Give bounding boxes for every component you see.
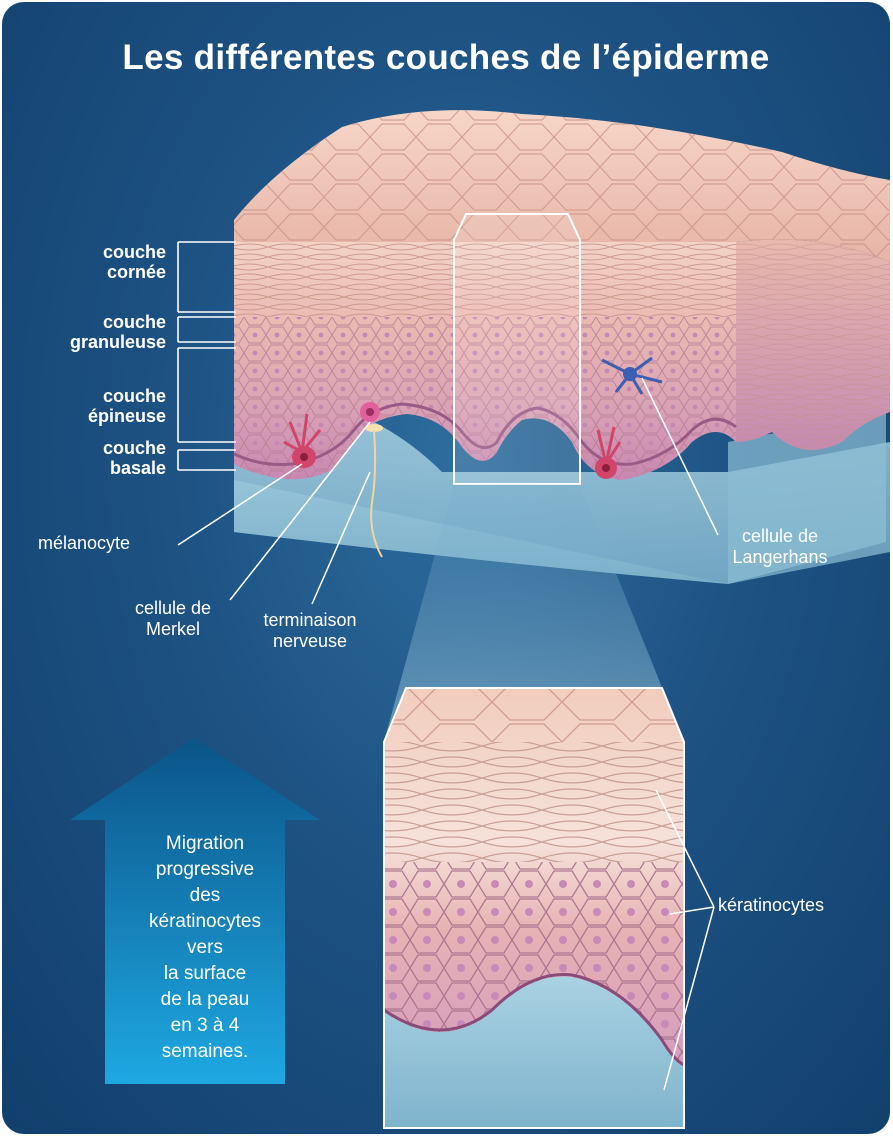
label-langerhans: cellule de Langerhans bbox=[720, 526, 840, 568]
label-terminaison: terminaison nerveuse bbox=[244, 610, 376, 652]
zoom-window bbox=[454, 214, 580, 484]
layer-label-granuleuse: couche granuleuse bbox=[70, 312, 166, 352]
label-keratinocytes: kératinocytes bbox=[718, 895, 824, 916]
label-melanocyte: mélanocyte bbox=[38, 533, 130, 554]
migration-text: Migration progressive des kératinocytes … bbox=[120, 831, 290, 1065]
zoom-panel bbox=[384, 688, 684, 1128]
label-merkel: cellule de Merkel bbox=[110, 598, 236, 640]
layer-brackets bbox=[178, 242, 236, 470]
diagram-title: Les différentes couches de l’épiderme bbox=[2, 38, 890, 78]
layer-label-basale: couche basale bbox=[103, 438, 166, 478]
layer-label-epineuse: couche épineuse bbox=[88, 386, 166, 426]
layer-label-cornee: couche cornée bbox=[103, 242, 166, 282]
